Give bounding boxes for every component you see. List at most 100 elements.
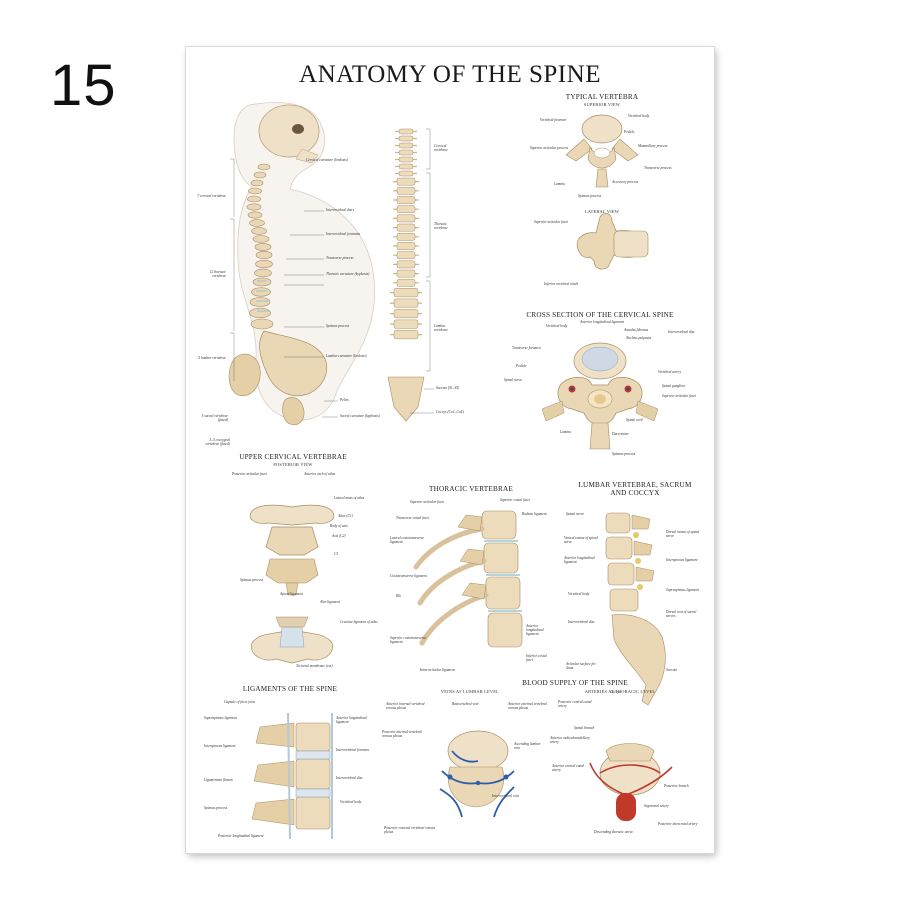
lateral-view-sub: LATERAL VIEW [584, 209, 620, 214]
blood-label: Anterior radiculomedullary artery [550, 736, 590, 744]
vertebra-shape [398, 156, 414, 163]
vertebra-shape [396, 223, 416, 232]
vertebra-label: Accessory process [612, 180, 639, 184]
thoracic-label: Inferior costal facet [526, 654, 547, 662]
vertebra-shape [396, 232, 416, 241]
blood-label: Intervertebral vein [492, 794, 520, 798]
ligament-label: Vertebral body [340, 800, 362, 804]
cervical-label: Intervertebral disc [668, 330, 695, 334]
upper-cervical-label: Apical ligament [280, 592, 303, 596]
upper-cervical-sub: POSTERIOR VIEW [273, 462, 313, 467]
vertebra-shape [396, 269, 416, 278]
vertebra-label: Mammillary process [638, 144, 668, 148]
anterior-label: Thoracic vertebrae [434, 222, 448, 230]
cervical-label: Spinal nerve [504, 378, 523, 382]
vertebra-shape [398, 149, 414, 156]
lumbar-label: Spinal nerve [566, 512, 585, 516]
vertebra-shape [393, 298, 419, 308]
upper-cervical-label: Body of axis [330, 524, 348, 528]
arteries-sub: ARTERIES AT THORACIC LEVEL [584, 689, 656, 694]
anterior-spine-illustration [387, 128, 434, 422]
thoracic-label: Transverse costal facet [396, 516, 430, 520]
lateral-right-label: Lumbar curvature (lordosis) [326, 354, 367, 358]
cervical-cross-illustration [541, 342, 659, 450]
lateral-right-label: Cervical curvature (lordosis) [306, 158, 348, 162]
thoracic-label: Lateral costotransverse ligament [390, 536, 425, 544]
cervical-label: Anterior longitudinal ligament [580, 320, 625, 324]
blood-label: Anterior external vertebral venous plexu… [508, 702, 547, 710]
blood-supply-panel: BLOOD SUPPLY OF THE SPINE VEINS AT LUMBA… [380, 677, 710, 847]
vertebra-shape [398, 163, 414, 170]
ligament-label: Ligamentum flavum [204, 778, 233, 782]
blood-label: Ascending lumbar vein [514, 742, 541, 750]
upper-cervical-label: Anterior arch of atlas [304, 472, 336, 476]
upper-cervical-label: C3 [334, 552, 339, 556]
vertebra-shape [398, 128, 414, 135]
veins-sub: VEINS AT LUMBAR LEVEL [440, 689, 500, 694]
vertebra-shape [398, 142, 414, 149]
vertebra-shape [396, 278, 416, 287]
cervical-label: Lamina [560, 430, 571, 434]
ligament-label: Anterior longitudinal ligament [336, 716, 367, 724]
cervical-label: Annulus fibrosus [624, 328, 649, 332]
ligament-label: Supraspinous ligament [204, 716, 238, 720]
lumbar-label: Supraspinous ligament [666, 588, 700, 592]
typical-vertebra-panel: TYPICAL VERTEBRA SUPERIOR VIEW LATERAL V… [504, 91, 700, 309]
thoracic-label: Costotransverse ligament [390, 574, 427, 578]
lumbar-label: Intervertebral disc [568, 620, 595, 624]
thoracic-label: Superior costotransverse ligament [390, 636, 427, 644]
lumbar-label: Coccyx [610, 690, 621, 694]
lateral-right-label: Intervertebral foramina [326, 232, 361, 236]
anterior-label: Cervical vertebrae [434, 144, 448, 152]
upper-cervical-illustration [249, 504, 335, 664]
lateral-left-label: 5 lumbar vertebrae [198, 356, 226, 360]
ligaments-heading: LIGAMENTS OF THE SPINE [242, 685, 338, 693]
lateral-left-label: 5 sacral vertebrae (fused) [201, 414, 228, 422]
upper-cervical-label: Tectorial membrane (cut) [296, 664, 333, 668]
vertebra-label: Spinous process [578, 194, 602, 198]
anterior-label: Lumbar vertebrae [434, 324, 448, 332]
vertebra-shape [393, 309, 419, 319]
upper-cervical-label: Posterior articular facet [232, 472, 268, 476]
thoracic-label: Intra-articular ligament [420, 668, 455, 672]
cervical-label: Spinous process [612, 452, 636, 456]
vertebra-label: Vertebral body [628, 114, 650, 118]
blood-label: Posterior internal vertebral venous plex… [382, 730, 422, 738]
vertebra-shape [396, 186, 416, 195]
lumbar-heading: LUMBAR VERTEBRAE, SACRUM AND COCCYX [578, 481, 692, 498]
thoracic-label: Superior costal facet [500, 498, 530, 502]
lumbar-label: Articular surface for ilium [566, 662, 596, 670]
ligaments-panel: LIGAMENTS OF THE SPINE Capsule of facet … [200, 683, 380, 845]
ligaments-illustration [251, 712, 333, 840]
lateral-right-label: Sacral curvature (kyphosis) [340, 414, 380, 418]
vertebra-shape [393, 288, 419, 298]
upper-cervical-label: Lateral mass of atlas [334, 496, 365, 500]
blood-label: Anterior internal vertebral venous plexu… [386, 702, 425, 710]
superior-view-sub: SUPERIOR VIEW [583, 102, 621, 107]
anatomy-poster: ANATOMY OF THE SPINE [186, 47, 714, 853]
cervical-cross-heading: CROSS SECTION OF THE CERVICAL SPINE [526, 311, 674, 319]
vertebra-shape [398, 170, 414, 177]
thoracic-label: Superior articular facet [410, 500, 445, 504]
lumbar-label: Anterior longitudinal ligament [564, 556, 595, 564]
vertebra-label: Superior articular facet [534, 220, 569, 224]
lateral-spine-panel: 7 cervical vertebrae 12 thoracic vertebr… [194, 99, 394, 446]
upper-cervical-label: Alar ligament [320, 600, 340, 604]
vertebra-shape [396, 196, 416, 204]
poster-title: ANATOMY OF THE SPINE [299, 61, 601, 88]
lumbar-label: Dorsal root of sacral nerves [666, 610, 697, 618]
vertebra-shape [396, 205, 416, 214]
vertebra-label: Inferior vertebral notch [544, 282, 579, 286]
lateral-left-label: 12 thoracic vertebrae [209, 270, 226, 278]
typical-vertebra-heading: TYPICAL VERTEBRA [565, 93, 639, 101]
blood-label: Anterior central canal artery [552, 764, 585, 772]
upper-cervical-label: Atlas (C1) [338, 514, 353, 518]
vertebra-shape [393, 330, 419, 340]
upper-cervical-heading: UPPER CERVICAL VERTEBRAE [239, 453, 347, 461]
cervical-label: Transverse foramen [512, 346, 541, 350]
blood-supply-heading: BLOOD SUPPLY OF THE SPINE [522, 679, 628, 687]
vertebra-label: Pedicle [624, 130, 635, 134]
lumbar-label: Ventral ramus of spinal nerve [564, 536, 598, 544]
lateral-right-label: Intervertebral discs [326, 208, 355, 212]
cervical-label: Superior articular facet [662, 394, 697, 398]
